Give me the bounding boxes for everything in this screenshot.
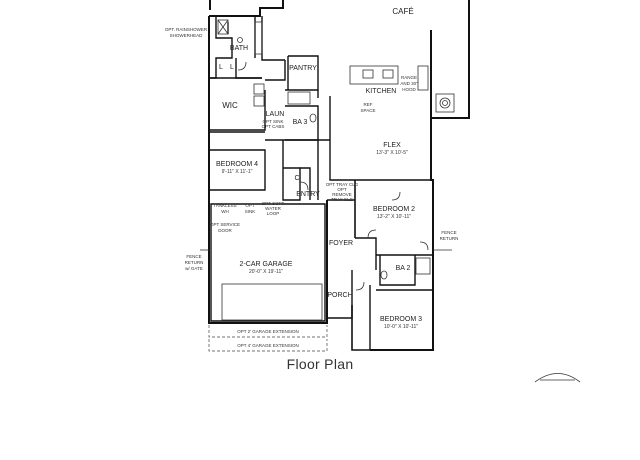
plan-caption: Floor Plan [286, 356, 354, 372]
note-opt-clg-3: REMOVE [332, 192, 352, 197]
note-opt-soft-2: WATER [265, 206, 281, 211]
room-flex-dims: 13'-3" X 10'-5" [376, 150, 408, 156]
exterior-walls [208, 0, 470, 351]
room-bedroom4-dims: 9'-11" X 11'-1" [222, 169, 253, 175]
note-ref-2: SPACE [361, 108, 376, 113]
note-opt-sink-1: OPT [245, 203, 255, 208]
room-porch: PORCH [327, 292, 352, 299]
room-bedroom2-name: BEDROOM 2 [373, 206, 415, 213]
note-opt-clg-1: OPT TRAY CLG [326, 182, 359, 187]
note-opt-soft-1: OPT SOFT [262, 201, 285, 206]
room-ba2: BA 2 [396, 265, 411, 272]
room-bedroom2-dims: 13'-2" X 10'-11" [377, 214, 411, 220]
room-cafe: CAFÉ [392, 7, 413, 16]
note-tankless-1: TANKLESS [213, 203, 236, 208]
note-opt-rainshower-1: OPT. RAINSHOWER [165, 27, 208, 32]
note-tankless-2: WH [221, 209, 229, 214]
note-range-1: RANGE [401, 75, 417, 80]
room-foyer: FOYER [329, 240, 353, 247]
room-bedroom3-dims: 10'-0" X 10'-11" [384, 324, 418, 330]
room-flex-name: FLEX [383, 142, 401, 149]
room-laun: LAUN [266, 111, 285, 118]
room-bedroom4-name: BEDROOM 4 [216, 161, 258, 168]
note-c: C [294, 175, 299, 182]
note-opt-clg-4: TRAY CLG [331, 197, 354, 202]
note-opt-clg-2: OPT [337, 187, 347, 192]
note-range-3: HOOD [402, 87, 416, 92]
room-bath: BATH [230, 45, 248, 52]
room-pantry: PANTRY [289, 65, 317, 72]
room-ba3: BA 3 [293, 119, 308, 126]
note-fence-left-2: RETURN [185, 260, 204, 265]
note-opt-sink-cabs-1: OPT SINK [263, 119, 284, 124]
note-l: L [219, 64, 223, 71]
plan-notes: OPT. RAINSHOWER SHOWERHEAD RANGE AND 30"… [165, 27, 459, 348]
room-garage-dims: 20'-0" X 19'-11" [249, 269, 283, 275]
note-fence-right-1: FENCE [441, 230, 456, 235]
room-bedroom3-name: BEDROOM 3 [380, 316, 422, 323]
note-opt-service-door-1: OPT SERVICE [210, 222, 240, 227]
note-garage-ext-4: OPT 4' GARAGE EXTENSION [237, 343, 299, 348]
note-opt-sink-cabs-2: OPT CABS [262, 124, 285, 129]
note-l2: L [230, 64, 234, 71]
note-range-2: AND 30" [400, 81, 418, 86]
note-opt-rainshower-2: SHOWERHEAD [170, 33, 204, 38]
room-entry: ENTRY [296, 191, 320, 198]
interior-walls [209, 16, 433, 350]
note-fence-left-3: w/ GATE [185, 266, 203, 271]
note-opt-service-door-2: DOOR [218, 228, 232, 233]
room-kitchen: KITCHEN [366, 88, 397, 95]
room-labels: CAFÉ BATH PANTRY KITCHEN WIC LAUN BA 3 F… [216, 7, 422, 330]
room-wic: WIC [222, 101, 238, 110]
note-ref-1: REF [364, 102, 373, 107]
note-fence-left-1: FENCE [186, 254, 201, 259]
note-garage-ext-2: OPT 2' GARAGE EXTENSION [237, 329, 299, 334]
fixtures [200, 19, 581, 383]
note-opt-sink-2: SINK [245, 209, 256, 214]
note-opt-soft-3: LOOP [267, 211, 280, 216]
room-garage-name: 2-CAR GARAGE [240, 261, 293, 268]
note-fence-right-2: RETURN [440, 236, 459, 241]
